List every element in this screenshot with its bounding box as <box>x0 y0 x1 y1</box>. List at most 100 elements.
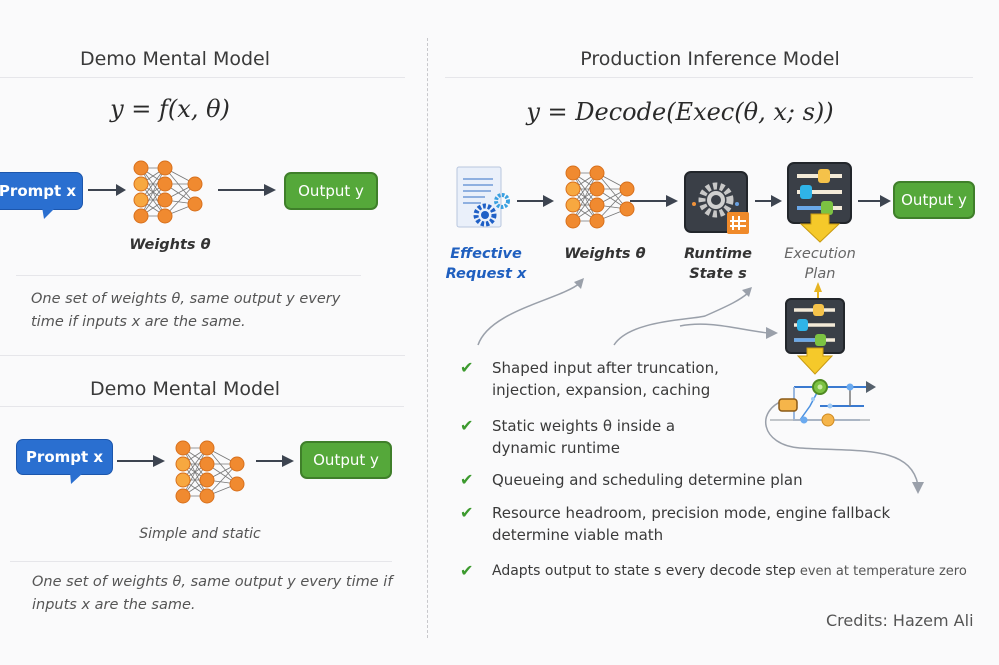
checklist-item: ✔ Adapts output to state s every decode … <box>460 561 967 580</box>
left-top-title: Demo Mental Model <box>79 48 271 70</box>
arrow-right-icon <box>88 184 126 196</box>
arrowhead <box>574 278 584 289</box>
nn-node <box>175 440 191 456</box>
checkmark-icon: ✔ <box>460 470 474 489</box>
nn-node <box>229 456 245 472</box>
center-divider <box>427 38 428 638</box>
curve-arrow-to-sliders <box>679 323 769 334</box>
left-bottom-title-rule <box>0 406 404 407</box>
left-top-title-rule <box>0 77 405 78</box>
nn-node <box>157 160 173 176</box>
output-box-bottom: Output y <box>300 441 392 479</box>
nn-node <box>229 476 245 492</box>
neural-network-icon <box>175 440 245 504</box>
arrow-right-icon <box>755 195 782 207</box>
weights-label-right: Weights θ <box>564 246 646 262</box>
left-top-description: One set of weights θ, same output y ever… <box>31 291 341 330</box>
nn-node <box>187 176 203 192</box>
sliders-icon <box>785 298 845 375</box>
nn-node <box>175 488 191 504</box>
nn-node <box>133 208 149 224</box>
nn-edge <box>572 172 598 222</box>
output-label: Output y <box>298 182 364 200</box>
arrow-right-icon <box>517 195 554 207</box>
left-section-divider <box>0 355 405 356</box>
neural-network-icon <box>565 165 635 229</box>
effective-request-label: Effective Request x <box>445 246 527 282</box>
prompt-label: Prompt x <box>25 448 104 466</box>
nn-node <box>565 213 581 229</box>
output-box-right: Output y <box>893 181 975 219</box>
left-top-rule-2 <box>16 275 361 276</box>
checkmark-icon: ✔ <box>460 358 474 377</box>
arrow-right-icon <box>218 184 276 196</box>
nn-node <box>199 472 215 488</box>
nn-edge <box>164 167 196 205</box>
checkmark-icon: ✔ <box>460 503 474 522</box>
output-label: Output y <box>313 451 379 469</box>
left-bottom-rule-2 <box>10 561 392 562</box>
right-title-rule <box>445 77 973 78</box>
nn-node <box>157 192 173 208</box>
weights-label: Weights θ <box>129 237 211 253</box>
runtime-state-label: Runtime State s <box>684 246 752 282</box>
nn-node <box>175 472 191 488</box>
checklist-item: ✔ Shaped input after truncation,injectio… <box>460 358 719 399</box>
nn-node <box>187 196 203 212</box>
checkmark-icon: ✔ <box>460 561 474 580</box>
nn-node <box>133 176 149 192</box>
curve-arrow-to-plan <box>613 292 749 346</box>
prompt-bubble-bottom: Prompt x <box>16 439 113 475</box>
nn-node <box>589 213 605 229</box>
nn-edge <box>140 167 166 217</box>
nn-edge <box>182 447 208 497</box>
arrow-right-icon <box>256 455 294 467</box>
right-title: Production Inference Model <box>580 48 840 70</box>
nn-node <box>133 192 149 208</box>
left-top-formula: y = f(x, θ) <box>110 95 230 123</box>
nn-node <box>565 197 581 213</box>
nn-node <box>157 208 173 224</box>
prompt-label: Prompt x <box>0 182 77 200</box>
nn-edge <box>596 172 628 210</box>
checkmark-icon: ✔ <box>460 416 474 435</box>
nn-node <box>565 165 581 181</box>
nn-node <box>619 181 635 197</box>
credits: Credits: Hazem Ali <box>826 611 974 630</box>
simple-static-caption: Simple and static <box>139 526 261 542</box>
execution-graph-icon <box>770 379 876 427</box>
checklist-item: ✔ Resource headroom, precision mode, eng… <box>460 503 891 544</box>
sliders-icon <box>787 162 852 243</box>
document-gears-icon <box>456 166 510 228</box>
execution-plan-label: Execution Plan <box>784 246 856 282</box>
nn-node <box>589 165 605 181</box>
prompt-bubble-tail-top <box>42 207 56 219</box>
arrow-right-icon <box>117 455 165 467</box>
arrow-right-icon <box>858 195 891 207</box>
nn-node <box>199 488 215 504</box>
nn-node <box>589 181 605 197</box>
nn-node <box>133 160 149 176</box>
prompt-bubble-top: Prompt x <box>0 172 83 210</box>
nn-node <box>175 456 191 472</box>
left-bottom-title: Demo Mental Model <box>89 378 281 400</box>
output-label: Output y <box>901 191 967 209</box>
left-bottom-description: One set of weights θ, same output y ever… <box>32 574 393 613</box>
right-formula: y = Decode(Exec(θ, x; s)) <box>526 98 834 126</box>
nn-node <box>565 181 581 197</box>
curve-arrow-down <box>765 399 919 486</box>
nn-edge <box>206 447 238 485</box>
neural-network-icon <box>133 160 203 224</box>
curve-arrow-to-weights <box>477 282 581 346</box>
prompt-bubble-tail-bottom <box>70 472 84 484</box>
arrow-right-icon <box>630 195 678 207</box>
checklist-item: ✔ Queueing and scheduling determine plan <box>460 470 803 489</box>
output-box-top: Output y <box>284 172 378 210</box>
gear-chip-icon <box>684 171 749 234</box>
nn-node <box>589 197 605 213</box>
nn-node <box>157 176 173 192</box>
nn-node <box>199 440 215 456</box>
nn-node <box>199 456 215 472</box>
